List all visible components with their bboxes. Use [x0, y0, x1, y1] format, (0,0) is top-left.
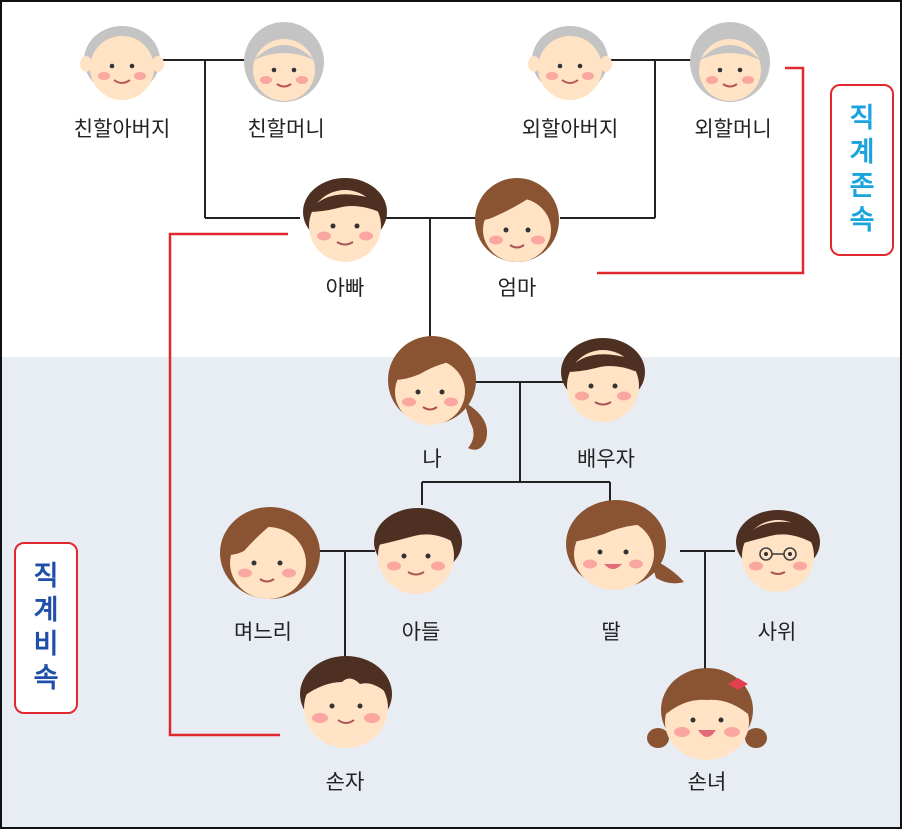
label-grandson: 손자 — [325, 770, 365, 794]
descendant-background-band — [2, 357, 900, 827]
descendant-char: 속 — [33, 663, 59, 694]
grandson-face-icon — [300, 656, 392, 748]
son-face-icon — [374, 508, 462, 594]
spouse-face-icon — [561, 338, 645, 422]
paternal-grandfather-face-icon — [80, 26, 164, 100]
daughter-in-law-face-icon — [220, 507, 320, 599]
me-face-icon — [388, 336, 488, 450]
maternal-grandfather-face-icon — [528, 26, 612, 100]
ascendant-char: 존 — [849, 171, 875, 202]
label-father: 아빠 — [325, 276, 365, 300]
descendant-char: 비 — [33, 629, 59, 660]
label-daughter-in-law: 며느리 — [234, 620, 292, 644]
label-me: 나 — [422, 447, 442, 471]
label-mother: 엄마 — [497, 276, 537, 300]
descendant-label-box: 직 계 비 속 — [14, 542, 78, 714]
label-paternal-grandfather: 친할아버지 — [73, 117, 171, 141]
label-maternal-grandfather: 외할아버지 — [521, 117, 619, 141]
label-son: 아들 — [401, 620, 441, 644]
daughter-face-icon — [566, 500, 684, 590]
bracket-lines — [168, 66, 805, 737]
label-daughter: 딸 — [601, 620, 621, 644]
label-spouse: 배우자 — [577, 447, 635, 471]
descendant-char: 직 — [33, 561, 59, 592]
label-paternal-grandmother: 친할머니 — [247, 117, 325, 141]
label-son-in-law: 사위 — [757, 620, 797, 644]
father-face-icon — [303, 178, 387, 262]
ascendant-char: 직 — [849, 103, 875, 134]
ascendant-char: 계 — [849, 137, 875, 168]
mother-face-icon — [475, 178, 559, 262]
ascendant-char: 속 — [849, 205, 875, 236]
label-maternal-grandmother: 외할머니 — [694, 117, 772, 141]
son-in-law-face-icon — [736, 510, 820, 592]
descendant-char: 계 — [33, 595, 59, 626]
label-granddaughter: 손녀 — [687, 770, 727, 794]
maternal-grandmother-face-icon — [690, 22, 770, 102]
paternal-grandmother-face-icon — [244, 22, 324, 102]
ascendant-label-box: 직 계 존 속 — [830, 84, 894, 256]
granddaughter-face-icon — [647, 668, 767, 760]
